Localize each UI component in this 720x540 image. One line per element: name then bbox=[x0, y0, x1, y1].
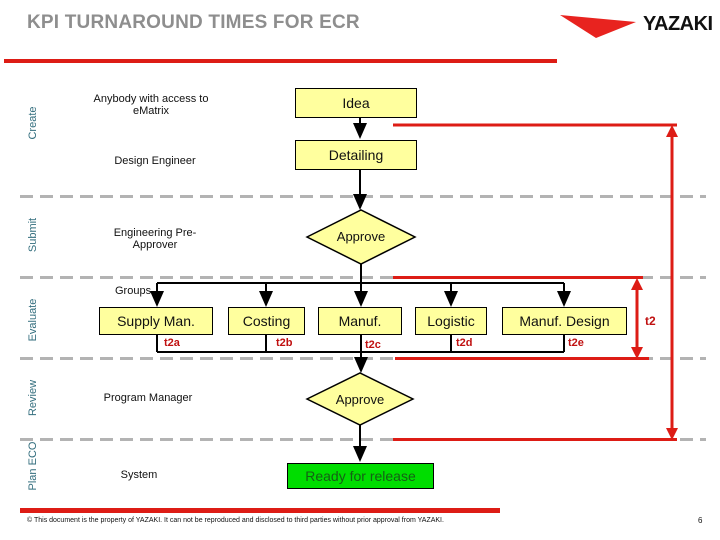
kpi-span-lines bbox=[393, 123, 678, 441]
actor-pre-approver-line1: Engineering Pre- bbox=[113, 227, 197, 239]
lane-separator-2 bbox=[20, 276, 706, 279]
kpi-label-t2b: t2b bbox=[276, 337, 293, 349]
node-costing: Costing bbox=[228, 307, 305, 335]
node-logistic: Logistic bbox=[415, 307, 487, 335]
node-manuf-design: Manuf. Design bbox=[502, 307, 627, 335]
lane-separator-3 bbox=[20, 357, 706, 360]
page-title: KPI TURNAROUND TIMES FOR ECR bbox=[27, 12, 360, 33]
actor-program-manager: Program Manager bbox=[103, 392, 193, 404]
yazaki-logo-text: YAZAKI bbox=[643, 13, 713, 35]
kpi-label-t2e: t2e bbox=[568, 337, 584, 349]
node-detailing: Detailing bbox=[295, 140, 417, 170]
kpi-label-t2a: t2a bbox=[164, 337, 180, 349]
actor-pre-approver: Engineering Pre- Approver bbox=[90, 227, 220, 251]
actor-create-line1: Anybody with access to bbox=[93, 93, 209, 105]
node-ready-for-release: Ready for release bbox=[287, 463, 434, 489]
lane-separator-1 bbox=[20, 195, 706, 198]
actor-create: Anybody with access to eMatrix bbox=[85, 93, 217, 117]
footer-bar bbox=[20, 508, 500, 513]
kpi-label-t2: t2 bbox=[645, 314, 656, 328]
node-manuf: Manuf. bbox=[318, 307, 402, 335]
node-approve-2: Approve bbox=[335, 391, 385, 407]
kpi-label-t2c: t2c bbox=[365, 339, 381, 351]
lane-label-create: Create bbox=[27, 106, 39, 140]
footer-disclaimer: © This document is the property of YAZAK… bbox=[27, 517, 444, 524]
yazaki-logo-triangle-icon bbox=[560, 15, 636, 38]
node-supply-man: Supply Man. bbox=[99, 307, 213, 335]
actor-pre-approver-line2: Approver bbox=[132, 239, 178, 251]
actor-design-engineer: Design Engineer bbox=[114, 155, 196, 167]
actor-system: System bbox=[120, 469, 158, 481]
actor-groups: Groups bbox=[115, 285, 152, 297]
kpi-label-t2d: t2d bbox=[456, 337, 473, 349]
lane-label-evaluate: Evaluate bbox=[27, 298, 39, 342]
title-underline bbox=[4, 59, 557, 63]
node-idea: Idea bbox=[295, 88, 417, 118]
node-approve-1: Approve bbox=[336, 228, 386, 244]
actor-create-line2: eMatrix bbox=[132, 105, 170, 117]
lane-label-submit: Submit bbox=[27, 217, 39, 253]
page-number: 6 bbox=[698, 516, 703, 525]
lane-separator-4 bbox=[20, 438, 706, 441]
